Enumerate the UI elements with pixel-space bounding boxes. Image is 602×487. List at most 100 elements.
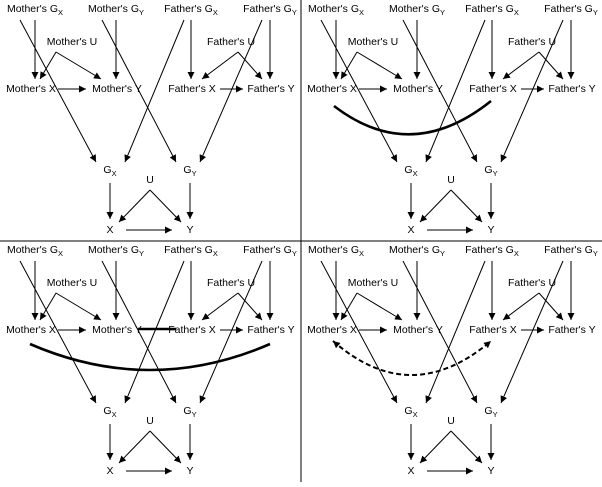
mothers-gx-node: Mother's GX <box>308 3 364 17</box>
edge-arrow <box>419 430 452 464</box>
edge-arrow <box>55 292 102 321</box>
mothers-gy-node-label: Mother's G <box>389 3 440 15</box>
conditioning-curve <box>333 99 492 136</box>
fathers-y-node-label: Father's Y <box>247 324 294 336</box>
fathers-gy-node-label: Father's G <box>544 3 593 15</box>
edge-arrow <box>101 19 177 163</box>
edge-arrow <box>55 51 102 80</box>
u-node-label: U <box>146 174 154 186</box>
edge-arrow <box>356 51 403 80</box>
conditioning-curve <box>29 342 271 372</box>
mothers-gx-node-subscript: X <box>58 8 63 17</box>
gx-node-subscript: X <box>413 169 418 178</box>
fathers-gx-node: Father's GX <box>164 3 218 17</box>
u-node: U <box>146 415 154 427</box>
fathers-gy-node: Father's GY <box>544 244 598 258</box>
fathers-y-node: Father's Y <box>247 83 294 95</box>
mothers-u-node: Mother's U <box>348 277 398 289</box>
mothers-x-node: Mother's X <box>307 324 357 336</box>
mothers-gx-node-label: Mother's G <box>308 244 359 256</box>
mothers-u-node: Mother's U <box>47 277 97 289</box>
gy-node: GY <box>484 405 497 419</box>
y-node: Y <box>186 224 193 236</box>
gx-node: GX <box>404 405 417 419</box>
edge-arrow <box>500 19 564 163</box>
mothers-gy-node-label: Mother's G <box>389 244 440 256</box>
edge-arrow <box>340 51 358 80</box>
mothers-gy-node-label: Mother's G <box>88 244 139 256</box>
fathers-y-node-label: Father's Y <box>247 83 294 95</box>
edge-arrow <box>124 260 185 404</box>
y-node-label: Y <box>186 465 193 477</box>
edge-arrow <box>402 260 478 404</box>
mothers-y-node-label: Mother's Y <box>92 83 142 95</box>
mothers-gy-node-subscript: Y <box>440 249 445 258</box>
fathers-gx-node-label: Father's G <box>164 3 213 15</box>
gx-node-label: G <box>404 405 412 417</box>
fathers-u-node: Father's U <box>207 36 255 48</box>
u-node: U <box>447 174 455 186</box>
mothers-x-node: Mother's X <box>6 324 56 336</box>
x-node: X <box>407 224 414 236</box>
fathers-x-node-label: Father's X <box>469 324 517 336</box>
gy-node-label: G <box>183 405 191 417</box>
mothers-gx-node: Mother's GX <box>7 244 63 258</box>
mothers-gy-node: Mother's GY <box>88 244 144 258</box>
edge-arrow <box>101 260 177 404</box>
mothers-y-node: Mother's Y <box>92 83 142 95</box>
gx-node-subscript: X <box>112 410 117 419</box>
fathers-gx-node-subscript: X <box>514 8 519 17</box>
x-node-label: X <box>106 224 113 236</box>
fathers-x-node: Father's X <box>469 324 517 336</box>
gy-node: GY <box>484 164 497 178</box>
fathers-x-node-label: Father's X <box>469 83 517 95</box>
fathers-y-node: Father's Y <box>548 324 595 336</box>
fathers-x-node: Father's X <box>168 324 216 336</box>
edge-arrow <box>124 19 185 163</box>
gy-node-subscript: Y <box>493 410 498 419</box>
mothers-gy-node-subscript: Y <box>139 249 144 258</box>
fathers-u-node-label: Father's U <box>207 277 255 289</box>
y-node-label: Y <box>487 224 494 236</box>
mothers-gx-node-subscript: X <box>58 249 63 258</box>
edge-arrow <box>149 189 182 223</box>
u-node: U <box>146 174 154 186</box>
x-node-label: X <box>106 465 113 477</box>
mothers-u-node: Mother's U <box>47 36 97 48</box>
edge-arrow <box>149 430 182 464</box>
mothers-gy-node-subscript: Y <box>139 8 144 17</box>
u-node-label: U <box>447 174 455 186</box>
fathers-gx-node-label: Father's G <box>164 244 213 256</box>
fathers-y-node: Father's Y <box>548 83 595 95</box>
mothers-x-node-label: Mother's X <box>307 83 357 95</box>
edge-arrow <box>320 19 398 163</box>
gy-node: GY <box>183 164 196 178</box>
gx-node: GX <box>103 405 116 419</box>
gy-node: GY <box>183 405 196 419</box>
gx-node-subscript: X <box>413 410 418 419</box>
edge-arrow <box>502 292 540 321</box>
mothers-u-node-label: Mother's U <box>47 277 97 289</box>
mothers-x-node-label: Mother's X <box>6 324 56 336</box>
u-node-label: U <box>447 415 455 427</box>
gx-node-label: G <box>103 164 111 176</box>
fathers-gy-node-subscript: Y <box>593 8 598 17</box>
x-node-label: X <box>407 465 414 477</box>
fathers-x-node: Father's X <box>168 83 216 95</box>
y-node: Y <box>487 465 494 477</box>
edge-arrow <box>500 260 564 404</box>
fathers-gy-node-label: Father's G <box>243 3 292 15</box>
gy-node-label: G <box>183 164 191 176</box>
u-node-label: U <box>146 415 154 427</box>
fathers-x-node-label: Father's X <box>168 83 216 95</box>
mothers-gy-node: Mother's GY <box>88 3 144 17</box>
fathers-u-node-label: Father's U <box>508 36 556 48</box>
edge-arrow <box>19 260 97 404</box>
edge-arrow <box>340 292 358 321</box>
mothers-y-node-label: Mother's Y <box>92 324 142 336</box>
fathers-y-node: Father's Y <box>247 324 294 336</box>
gy-node-subscript: Y <box>493 169 498 178</box>
fathers-u-node-label: Father's U <box>508 277 556 289</box>
